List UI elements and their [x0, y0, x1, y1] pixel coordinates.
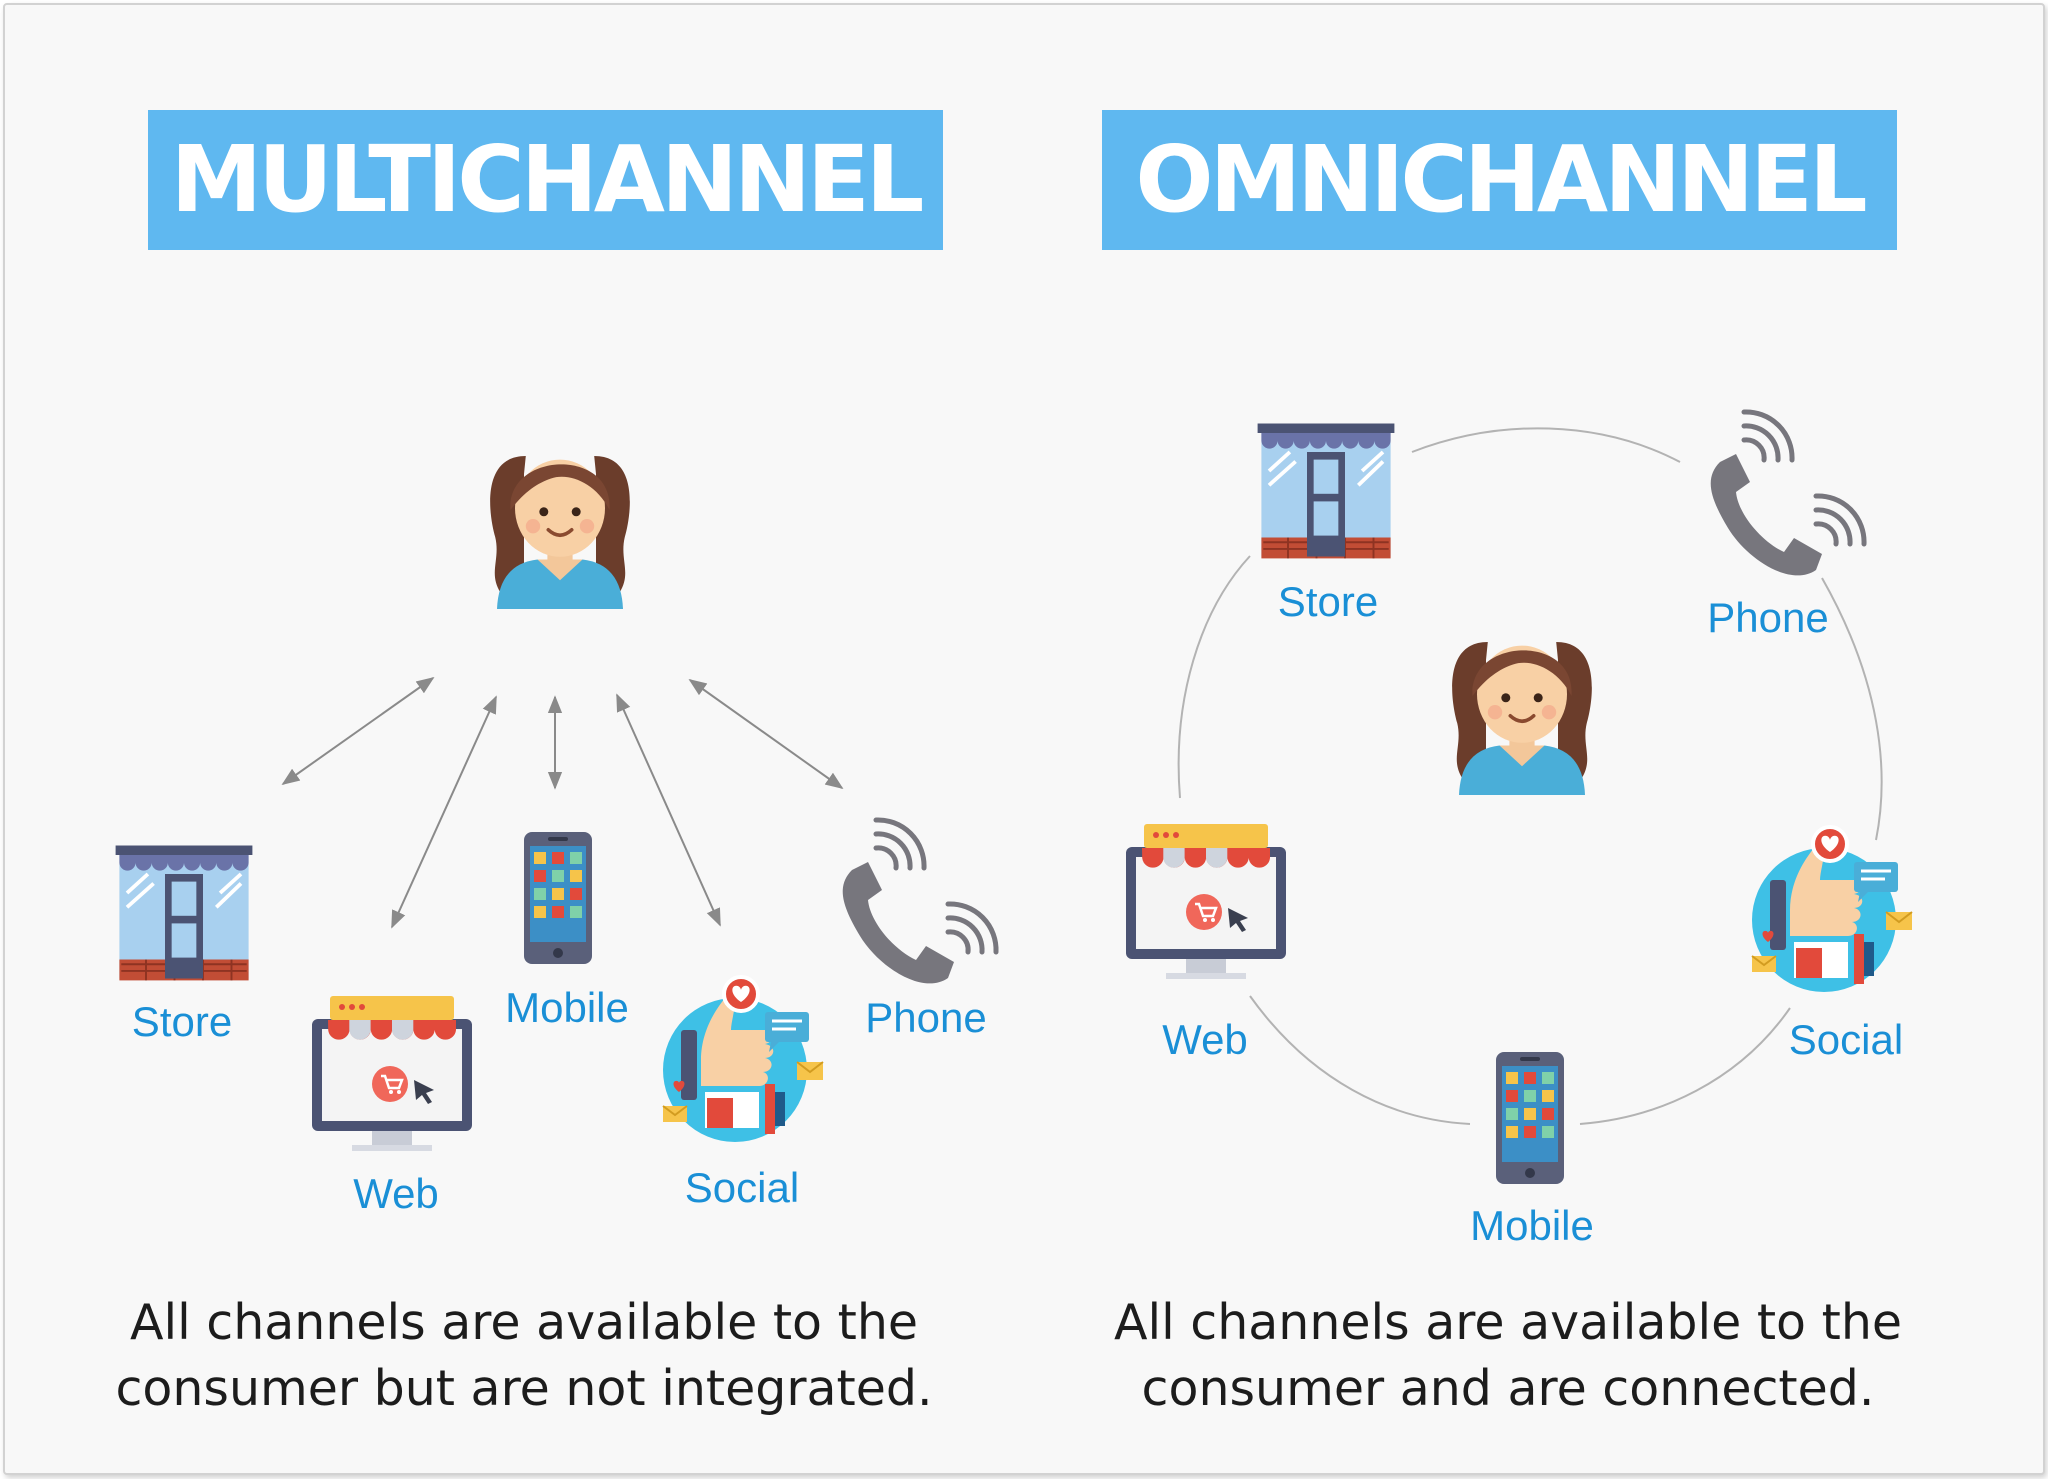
- phone-icon: [843, 820, 996, 983]
- omnichannel-label-social: Social: [1788, 1016, 1904, 1063]
- mobile-icon: [524, 832, 592, 964]
- arc-store-phone: [1411, 427, 1681, 463]
- arc-phone-social: [1821, 577, 1883, 841]
- consumer-avatar-icon: [488, 454, 632, 611]
- store-icon: [113, 843, 255, 983]
- omnichannel-title: OMNICHANNEL: [1135, 126, 1867, 233]
- multichannel-title: MULTICHANNEL: [170, 126, 925, 233]
- multichannel-banner: MULTICHANNEL: [148, 110, 943, 250]
- multichannel-label-web: Web: [353, 1170, 439, 1217]
- multichannel-arrows: [281, 676, 844, 929]
- multichannel-label-social: Social: [684, 1164, 800, 1211]
- web-icon: [1124, 822, 1288, 981]
- omnichannel-banner: OMNICHANNEL: [1102, 110, 1897, 250]
- multichannel-label-store: Store: [131, 998, 233, 1045]
- arc-social-mobile: [1579, 1007, 1791, 1125]
- omnichannel-label-phone: Phone: [1707, 594, 1829, 641]
- social-icon: [661, 975, 825, 1144]
- omnichannel-label-mobile: Mobile: [1470, 1202, 1594, 1249]
- store-icon: [1255, 421, 1397, 561]
- omnichannel-connections: [1177, 427, 1883, 1125]
- consumer-avatar-icon: [1450, 640, 1594, 797]
- arrow-web: [391, 695, 497, 929]
- phone-icon: [1711, 412, 1864, 575]
- arrow-phone: [688, 678, 844, 790]
- web-icon: [310, 994, 474, 1153]
- social-icon: [1750, 825, 1914, 994]
- multichannel-label-phone: Phone: [865, 994, 987, 1041]
- arc-web-store: [1177, 555, 1251, 799]
- omnichannel-label-web: Web: [1162, 1016, 1248, 1063]
- arrow-social: [616, 693, 721, 927]
- multichannel-caption: All channels are available to the consum…: [115, 1294, 933, 1417]
- multichannel-label-mobile: Mobile: [505, 984, 629, 1031]
- omnichannel-caption: All channels are available to the consum…: [1113, 1294, 1903, 1417]
- mobile-icon: [1496, 1052, 1564, 1184]
- arrow-store: [281, 676, 435, 786]
- arc-mobile-web: [1249, 995, 1471, 1125]
- omnichannel-label-store: Store: [1277, 578, 1379, 625]
